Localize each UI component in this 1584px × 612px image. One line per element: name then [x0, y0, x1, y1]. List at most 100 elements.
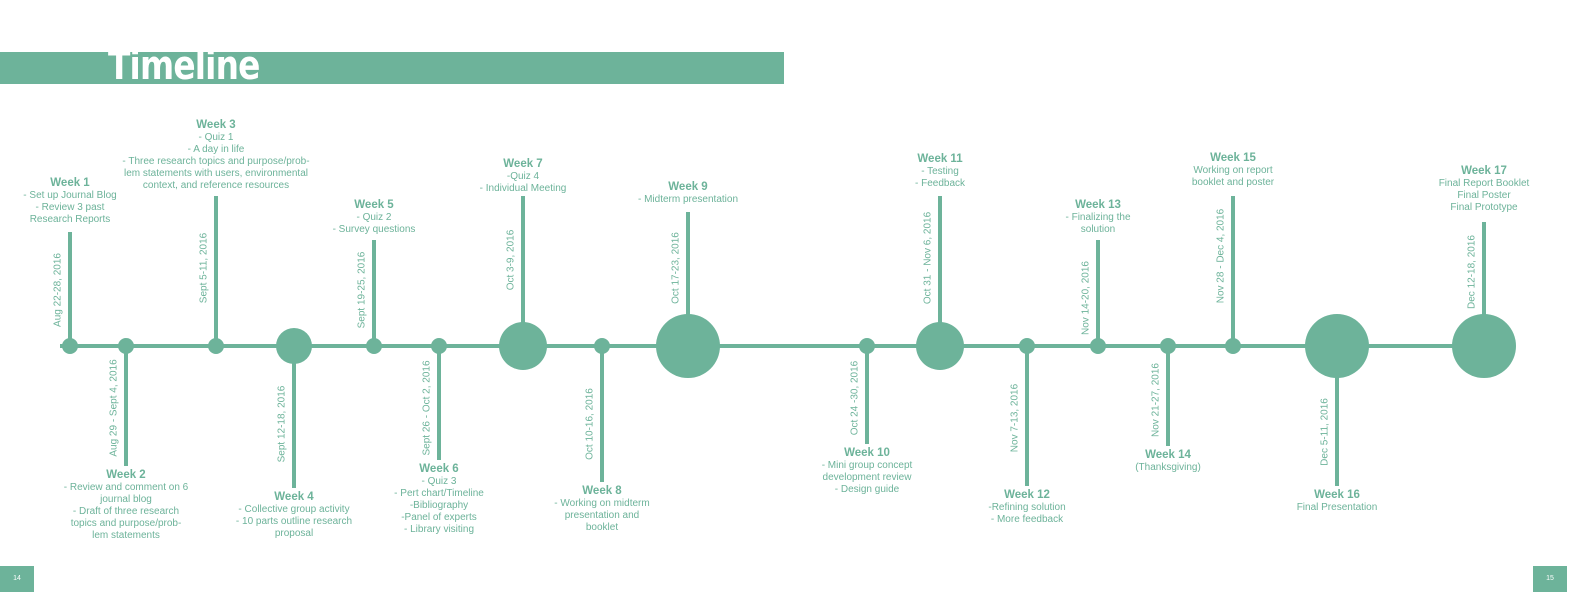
week-15-task: Working on report: [1193, 165, 1273, 176]
week-13-task: - Finalizing the: [1065, 212, 1131, 223]
week-2-task: - Draft of three research: [72, 506, 180, 517]
week-1-task: - Set up Journal Blog: [23, 190, 117, 201]
week-16-date: Dec 5-11, 2016: [1319, 398, 1331, 466]
week-6-task: -Panel of experts: [401, 512, 477, 523]
week-14-label: Week 14(Thanksgiving): [1068, 448, 1268, 474]
week-6-heading: Week 6: [419, 463, 459, 475]
week-10-task: - Design guide: [834, 484, 900, 495]
week-3-task: context, and reference resources: [142, 180, 290, 191]
week-14-task: (Thanksgiving): [1135, 462, 1201, 473]
week-3-task: - A day in life: [187, 144, 245, 155]
week-15-task: booklet and poster: [1191, 177, 1275, 188]
week-4-task: - 10 parts outline research: [235, 516, 353, 527]
week-17-task: Final Prototype: [1450, 202, 1518, 213]
week-10-task: - Mini group concept: [821, 460, 913, 471]
week-5-label: Week 5- Quiz 2- Survey questions: [274, 198, 474, 236]
week-8-task: booklet: [585, 522, 619, 533]
week-3-date: Sept 5-11, 2016: [198, 232, 210, 304]
page-number-right: 15: [1533, 566, 1567, 592]
week-11-date: Oct 31 - Nov 6, 2016: [922, 211, 934, 305]
week-17-heading: Week 17: [1461, 165, 1507, 177]
week-1-task: - Review 3 past: [35, 202, 105, 213]
week-12-heading: Week 12: [1004, 489, 1050, 501]
week-17-node: [1452, 314, 1516, 378]
week-4-label: Week 4- Collective group activity- 10 pa…: [194, 490, 394, 540]
week-4-date: Sept 12-18, 2016: [276, 385, 288, 463]
page-number-left: 14: [0, 566, 34, 592]
week-9-task: - Midterm presentation: [637, 194, 739, 205]
week-12-task: - More feedback: [990, 514, 1064, 525]
week-11-label: Week 11- Testing- Feedback: [840, 152, 1040, 190]
week-11-task: - Feedback: [914, 178, 966, 189]
week-7-label: Week 7-Quiz 4- Individual Meeting: [423, 157, 623, 195]
week-3-label: Week 3- Quiz 1- A day in life- Three res…: [116, 118, 316, 192]
week-8-node: [594, 338, 610, 354]
week-10-heading: Week 10: [844, 447, 890, 459]
week-11-node: [916, 322, 964, 370]
week-11-task: - Testing: [921, 166, 959, 177]
week-7-date: Oct 3-9, 2016: [505, 229, 517, 291]
week-6-task: - Pert chart/Timeline: [394, 488, 484, 499]
week-6-date: Sept 26 - Oct 2, 2016: [421, 360, 433, 456]
week-16-task: Final Presentation: [1296, 502, 1378, 513]
week-5-heading: Week 5: [354, 199, 394, 211]
week-6-node: [431, 338, 447, 354]
week-17-date: Dec 12-18, 2016: [1466, 235, 1478, 309]
week-3-task: - Three research topics and purpose/prob…: [122, 156, 310, 167]
week-6-label: Week 6- Quiz 3- Pert chart/Timeline-Bibl…: [339, 462, 539, 536]
week-2-heading: Week 2: [106, 469, 146, 481]
week-2-task: topics and purpose/prob-: [70, 518, 182, 529]
week-13-heading: Week 13: [1075, 199, 1121, 211]
week-9-node: [656, 314, 720, 378]
week-1-node: [62, 338, 78, 354]
title-bar: [0, 52, 784, 84]
week-2-date: Aug 29 - Sept 4, 2016: [108, 359, 120, 457]
week-6-task: - Library visiting: [403, 524, 475, 535]
week-17-task: Final Poster: [1457, 190, 1511, 201]
week-8-heading: Week 8: [582, 485, 622, 497]
week-3-heading: Week 3: [196, 119, 236, 131]
week-10-node: [859, 338, 875, 354]
week-2-task: journal blog: [100, 494, 152, 505]
week-12-date: Nov 7-13, 2016: [1009, 383, 1021, 453]
week-3-node: [208, 338, 224, 354]
week-16-node: [1305, 314, 1369, 378]
week-12-label: Week 12-Refining solution- More feedback: [927, 488, 1127, 526]
week-3-task: - Quiz 1: [198, 132, 234, 143]
week-7-task: - Individual Meeting: [479, 183, 567, 194]
week-17-task: Final Report Booklet: [1438, 178, 1530, 189]
week-2-task: - Review and comment on 6: [63, 482, 189, 493]
week-7-task: -Quiz 4: [506, 171, 540, 182]
week-8-date: Oct 10-16, 2016: [584, 388, 596, 460]
week-15-date: Nov 28 - Dec 4, 2016: [1215, 208, 1227, 304]
week-12-node: [1019, 338, 1035, 354]
page-title: Timeline: [108, 43, 260, 89]
week-7-node: [499, 322, 547, 370]
week-7-heading: Week 7: [503, 158, 543, 170]
week-2-node: [118, 338, 134, 354]
week-6-task: - Quiz 3: [421, 476, 457, 487]
week-1-date: Aug 22-28, 2016: [52, 253, 64, 327]
week-2-task: lem statements: [92, 530, 160, 541]
week-15-node: [1225, 338, 1241, 354]
week-9-heading: Week 9: [668, 181, 708, 193]
week-9-label: Week 9- Midterm presentation: [588, 180, 788, 206]
week-13-task: solution: [1080, 224, 1116, 235]
week-10-date: Oct 24 -30, 2016: [849, 360, 861, 436]
week-14-node: [1160, 338, 1176, 354]
week-4-node: [276, 328, 312, 364]
week-5-date: Sept 19-25, 2016: [356, 251, 368, 329]
week-5-task: - Survey questions: [332, 224, 416, 235]
week-3-task: lem statements with users, environmental: [124, 168, 308, 179]
week-4-heading: Week 4: [274, 491, 314, 503]
week-1-heading: Week 1: [50, 177, 90, 189]
week-1-task: Research Reports: [29, 214, 111, 225]
week-5-node: [366, 338, 382, 354]
week-1-label: Week 1- Set up Journal Blog- Review 3 pa…: [0, 176, 170, 226]
